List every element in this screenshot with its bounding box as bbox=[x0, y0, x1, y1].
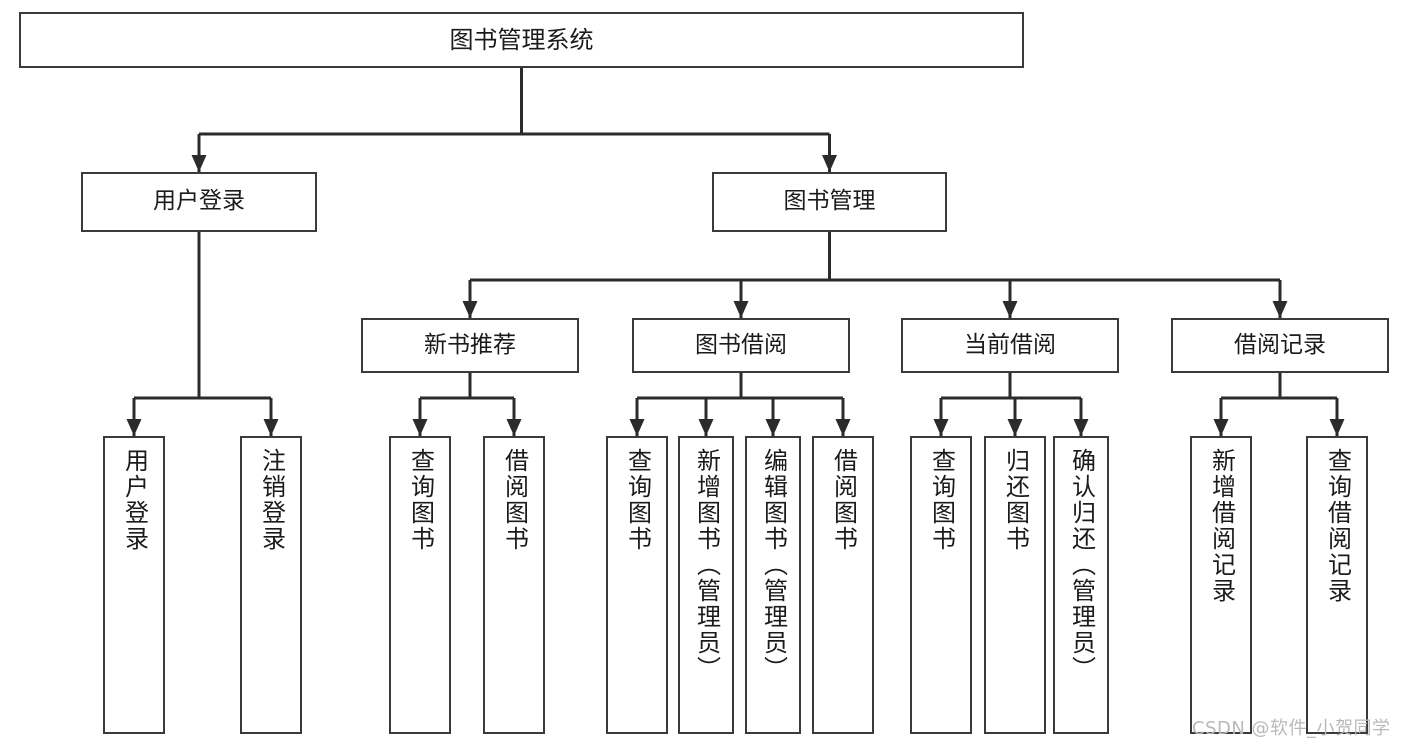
node-leaf-user-login-label: 用户登录 bbox=[120, 448, 149, 552]
node-root-label: 图书管理系统 bbox=[449, 25, 594, 54]
node-borrow-record[interactable]: 借阅记录 bbox=[1171, 318, 1389, 373]
node-leaf-add-book[interactable]: 新增图书（管理员） bbox=[678, 436, 734, 734]
node-book-borrow-label: 图书借阅 bbox=[695, 331, 787, 358]
node-leaf-confirm-return-label: 确认归还（管理员） bbox=[1067, 448, 1096, 682]
node-leaf-user-logout-label: 注销登录 bbox=[257, 448, 286, 552]
node-leaf-query-book-2-label: 查询图书 bbox=[623, 448, 652, 552]
watermark-csdn: CSDN @软件_小贺同学 bbox=[1192, 718, 1391, 739]
node-leaf-confirm-return[interactable]: 确认归还（管理员） bbox=[1053, 436, 1109, 734]
node-book-borrow[interactable]: 图书借阅 bbox=[632, 318, 850, 373]
node-leaf-edit-book-label: 编辑图书（管理员） bbox=[759, 448, 788, 682]
node-leaf-query-book-2[interactable]: 查询图书 bbox=[606, 436, 668, 734]
node-leaf-query-record[interactable]: 查询借阅记录 bbox=[1306, 436, 1368, 734]
node-leaf-user-logout[interactable]: 注销登录 bbox=[240, 436, 302, 734]
node-root[interactable]: 图书管理系统 bbox=[19, 12, 1024, 68]
node-book-manage[interactable]: 图书管理 bbox=[712, 172, 947, 232]
node-leaf-edit-book[interactable]: 编辑图书（管理员） bbox=[745, 436, 801, 734]
node-current-borrow-label: 当前借阅 bbox=[964, 331, 1056, 358]
node-leaf-borrow-book-2[interactable]: 借阅图书 bbox=[812, 436, 874, 734]
node-leaf-query-book-3[interactable]: 查询图书 bbox=[910, 436, 972, 734]
node-book-manage-label: 图书管理 bbox=[783, 188, 876, 215]
node-leaf-query-book-3-label: 查询图书 bbox=[927, 448, 956, 552]
node-leaf-user-login[interactable]: 用户登录 bbox=[103, 436, 165, 734]
node-new-book-recommend[interactable]: 新书推荐 bbox=[361, 318, 579, 373]
node-leaf-add-book-label: 新增图书（管理员） bbox=[692, 448, 721, 682]
node-leaf-borrow-book-1[interactable]: 借阅图书 bbox=[483, 436, 545, 734]
node-leaf-query-book-1[interactable]: 查询图书 bbox=[389, 436, 451, 734]
node-new-book-recommend-label: 新书推荐 bbox=[424, 331, 516, 358]
node-leaf-return-book-label: 归还图书 bbox=[1001, 448, 1030, 552]
node-borrow-record-label: 借阅记录 bbox=[1234, 331, 1326, 358]
node-current-borrow[interactable]: 当前借阅 bbox=[901, 318, 1119, 373]
node-leaf-add-record-label: 新增借阅记录 bbox=[1207, 448, 1236, 604]
node-leaf-return-book[interactable]: 归还图书 bbox=[984, 436, 1046, 734]
node-leaf-query-book-1-label: 查询图书 bbox=[406, 448, 435, 552]
node-user-login-label: 用户登录 bbox=[153, 188, 245, 215]
node-user-login[interactable]: 用户登录 bbox=[81, 172, 317, 232]
node-leaf-borrow-book-1-label: 借阅图书 bbox=[500, 448, 529, 552]
node-leaf-borrow-book-2-label: 借阅图书 bbox=[829, 448, 858, 552]
node-leaf-query-record-label: 查询借阅记录 bbox=[1323, 448, 1352, 604]
node-leaf-add-record[interactable]: 新增借阅记录 bbox=[1190, 436, 1252, 734]
